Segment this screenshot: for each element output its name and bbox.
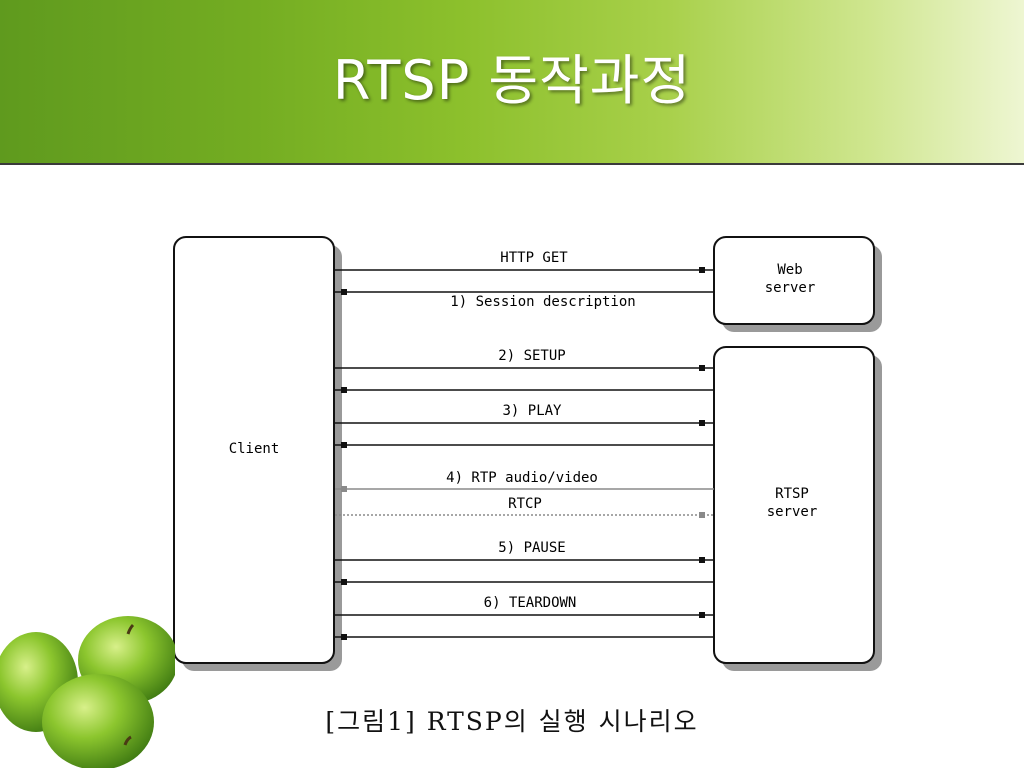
play-label: 3) PLAY bbox=[502, 403, 562, 419]
rtsp-server-label-line1: RTSP bbox=[775, 486, 809, 502]
session-description-endpoint bbox=[341, 289, 347, 295]
http-get-label: HTTP GET bbox=[500, 250, 568, 266]
setup-label: 2) SETUP bbox=[498, 348, 565, 364]
web-server-label-line1: Web bbox=[777, 262, 802, 278]
rtcp-endpoint bbox=[699, 512, 705, 518]
setup-response-endpoint bbox=[341, 387, 347, 393]
title-divider bbox=[0, 163, 1024, 165]
teardown-request-endpoint bbox=[699, 612, 705, 618]
session-description-label: 1) Session description bbox=[450, 294, 635, 310]
figure-caption: [그림1] RTSP의 실행 시나리오 bbox=[325, 707, 699, 736]
web-server-label-line2: server bbox=[765, 280, 816, 296]
pause-response-endpoint bbox=[341, 579, 347, 585]
http-get-endpoint bbox=[699, 267, 705, 273]
setup-request-endpoint bbox=[699, 365, 705, 371]
rtp-stream-endpoint bbox=[341, 486, 347, 492]
apple-stem bbox=[123, 735, 132, 746]
play-response-endpoint bbox=[341, 442, 347, 448]
play-request-endpoint bbox=[699, 420, 705, 426]
teardown-response-endpoint bbox=[341, 634, 347, 640]
teardown-label: 6) TEARDOWN bbox=[484, 595, 577, 611]
client-box bbox=[173, 236, 335, 664]
rtsp-sequence-diagram: Client Web server RTSP server HTTP GET 1… bbox=[173, 236, 882, 671]
rtsp-server-label-line2: server bbox=[767, 504, 818, 520]
pause-request-endpoint bbox=[699, 557, 705, 563]
title-banner bbox=[0, 0, 1024, 163]
client-label: Client bbox=[229, 441, 280, 457]
slide-title: RTSP 동작과정 bbox=[332, 49, 692, 112]
rtp-label: 4) RTP audio/video bbox=[446, 470, 598, 486]
rtcp-label: RTCP bbox=[508, 496, 542, 512]
apple-stem-back bbox=[126, 623, 135, 635]
web-server-box bbox=[713, 236, 875, 325]
green-apples-image bbox=[0, 616, 175, 768]
pause-label: 5) PAUSE bbox=[498, 540, 565, 556]
rtsp-server-box bbox=[713, 346, 875, 664]
